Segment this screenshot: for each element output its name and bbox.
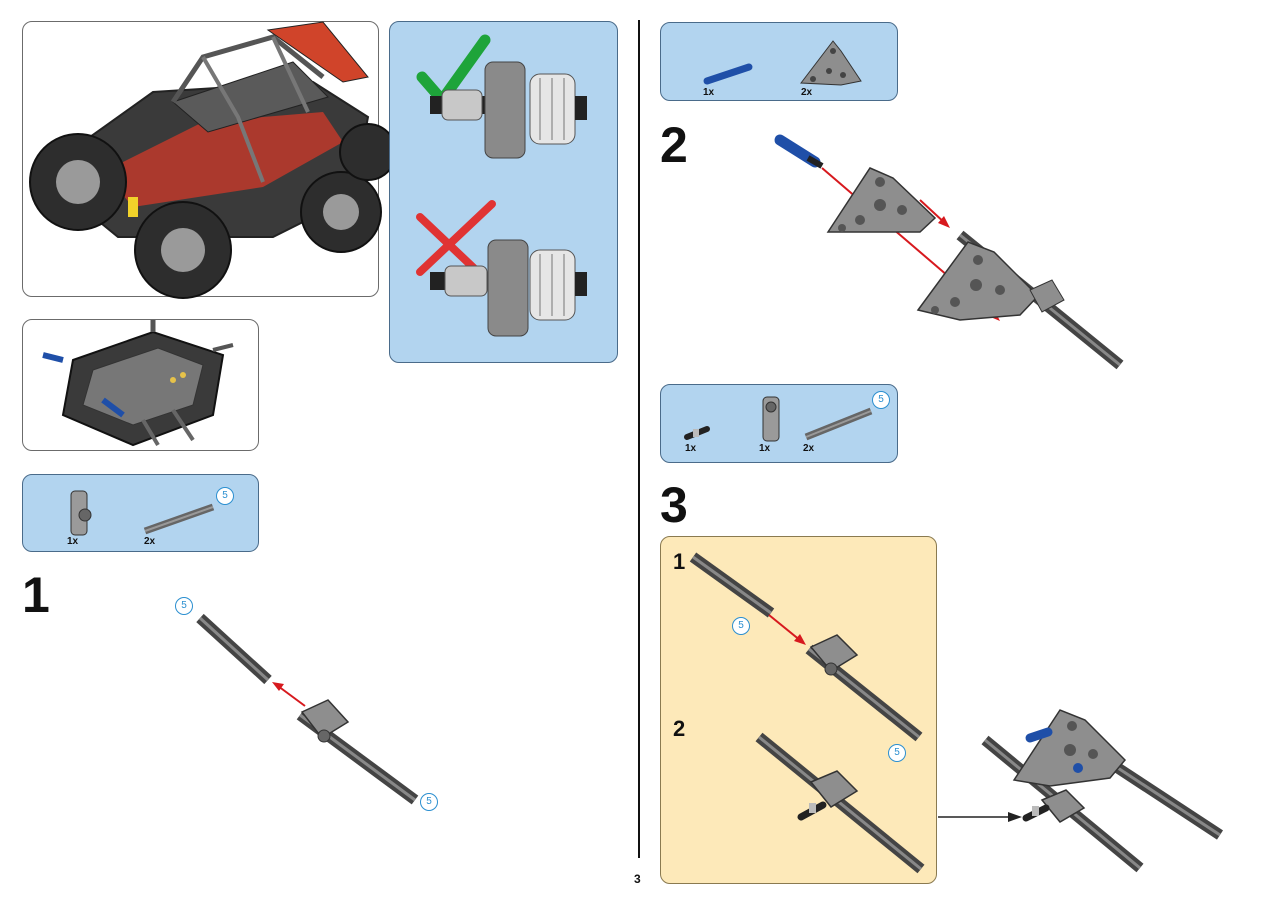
step-number: 1 (22, 567, 50, 623)
page-divider (638, 20, 640, 858)
connector-part-icon (762, 396, 780, 442)
length-badge: 5 (216, 487, 234, 505)
length-badge: 5 (732, 617, 750, 635)
length-badge: 5 (888, 744, 906, 762)
part-quantity: 2x (803, 443, 815, 454)
finished-vehicle-illustration (29, 21, 397, 299)
part-quantity: 1x (703, 87, 715, 98)
chassis-assembly-illustration (42, 320, 234, 447)
connector-part-icon (70, 490, 92, 536)
cross-mark-icon (416, 200, 496, 276)
length-badge: 5 (420, 793, 438, 811)
length-badge: 5 (175, 597, 193, 615)
correct-assembly-illustration (430, 61, 587, 159)
part-quantity: 1x (759, 443, 771, 454)
part-quantity: 1x (67, 536, 79, 547)
part-quantity: 2x (144, 536, 156, 547)
page-number: 3 (634, 872, 641, 886)
axle-part-icon (804, 407, 873, 441)
axle-part-icon (143, 503, 215, 535)
step-number: 3 (660, 477, 688, 533)
step-number: 2 (660, 117, 688, 173)
part-quantity: 2x (801, 87, 813, 98)
finished-model-panel (22, 21, 397, 299)
black-pin-part-icon (684, 426, 710, 440)
subassembly-illustration (689, 552, 925, 874)
incorrect-assembly-illustration (430, 239, 587, 337)
chassis-preview-panel (22, 319, 259, 451)
orientation-hint-callout (389, 21, 618, 363)
subassembly-panel: 1 2 5 5 (660, 536, 937, 884)
substep-number: 2 (673, 716, 686, 741)
length-badge: 5 (872, 391, 890, 409)
substep-number: 1 (673, 549, 686, 574)
parts-list-step2: 1x 2x (660, 22, 898, 101)
parts-list-step1: 1x 2x 5 (22, 474, 259, 552)
part-quantity: 1x (685, 443, 697, 454)
blue-pin-part-icon (703, 63, 753, 85)
triangle-beam-part-icon (800, 40, 862, 86)
parts-list-step3: 1x 1x 2x 5 (660, 384, 898, 463)
